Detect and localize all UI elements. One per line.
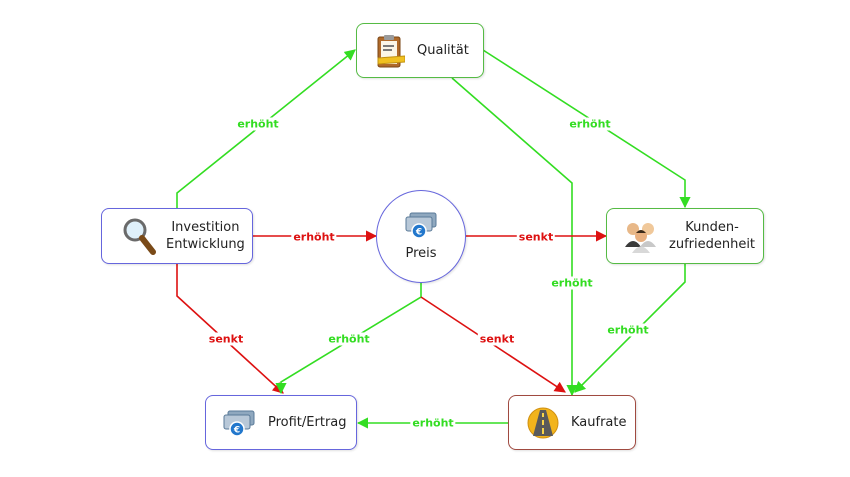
node-investition-label: Investition Entwicklung — [166, 219, 245, 253]
edge-qualitaet-kaufrate — [451, 77, 578, 397]
svg-text:€: € — [233, 425, 240, 435]
edge-qualitaet-kundenzufriedenheit — [482, 49, 691, 209]
clipboard-icon — [375, 33, 405, 69]
node-preis[interactable]: € Preis — [376, 190, 466, 283]
edge-label-preis-profit: erhöht — [326, 332, 372, 346]
edge-label-kundenzufriedenheit-kaufrate: erhöht — [605, 323, 651, 337]
edge-label-qualitaet-kundenzufriedenheit: erhöht — [567, 117, 613, 131]
magnifier-icon — [122, 217, 156, 255]
edge-investition-profit — [176, 264, 284, 394]
node-kundenzufriedenheit-line2: zufriedenheit — [669, 237, 756, 252]
node-qualitaet-label: Qualität — [417, 43, 469, 58]
road-icon — [527, 406, 559, 440]
node-kundenzufriedenheit-label: Kunden- zufriedenheit — [669, 219, 755, 253]
edge-kundenzufriedenheit-kaufrate — [574, 264, 686, 393]
edge-label-investition-qualitaet: erhöht — [235, 117, 281, 131]
node-investition-line1: Investition — [171, 220, 240, 235]
node-kaufrate-label: Kaufrate — [571, 415, 627, 430]
node-profit-ertrag[interactable]: € Profit/Ertrag — [205, 395, 357, 450]
svg-text:€: € — [415, 228, 422, 238]
edge-investition-qualitaet — [176, 49, 356, 208]
customers-icon — [623, 219, 659, 253]
node-profit-label: Profit/Ertrag — [268, 415, 347, 430]
node-investition-line2: Entwicklung — [166, 237, 245, 252]
node-qualitaet[interactable]: Qualität — [356, 23, 484, 78]
edge-label-qualitaet-kaufrate: erhöht — [549, 276, 595, 290]
edge-label-investition-preis: erhöht — [291, 230, 337, 244]
node-kaufrate[interactable]: Kaufrate — [508, 395, 636, 450]
euro-banknote-icon: € — [404, 211, 438, 239]
node-investition-entwicklung[interactable]: Investition Entwicklung — [101, 208, 253, 264]
node-preis-label: Preis — [405, 246, 437, 261]
node-kundenzufriedenheit-line1: Kunden- — [685, 220, 739, 235]
edge-label-kaufrate-profit: erhöht — [410, 416, 456, 430]
edge-label-preis-kaufrate: senkt — [477, 332, 517, 346]
euro-banknote-icon: € — [222, 409, 256, 437]
node-kundenzufriedenheit[interactable]: Kunden- zufriedenheit — [606, 208, 764, 264]
edge-label-preis-kundenzufriedenheit: senkt — [516, 230, 556, 244]
edge-label-investition-profit: senkt — [206, 332, 246, 346]
